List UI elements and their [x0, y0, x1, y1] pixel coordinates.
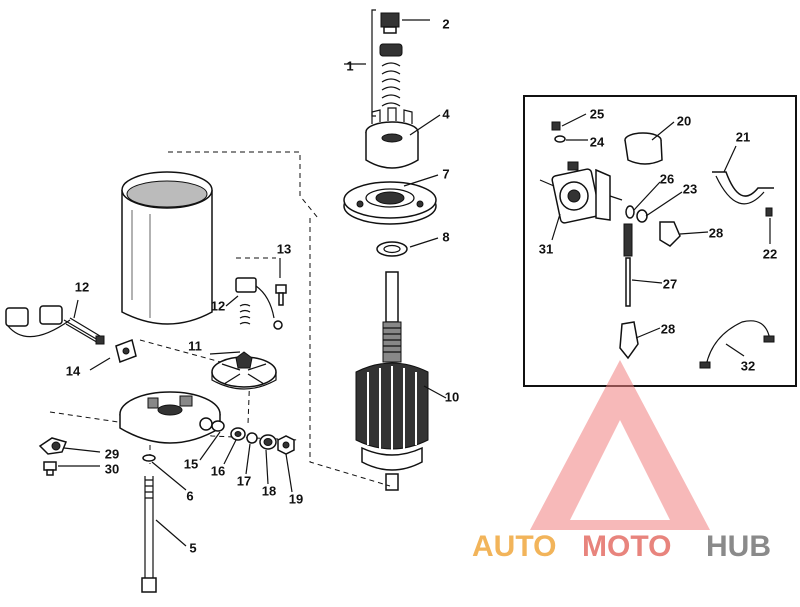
- callout-label: 5: [189, 540, 196, 555]
- mounting-clamp-part: [38, 437, 68, 476]
- callout-label: 8: [442, 229, 449, 244]
- callout-label: 15: [184, 456, 198, 471]
- armature-part: [355, 271, 429, 491]
- boot-part: [624, 132, 663, 165]
- callout-label: 22: [763, 246, 777, 261]
- watermark-hub: HUB: [706, 530, 771, 563]
- through-bolt-part: [141, 476, 157, 593]
- callout-label: 31: [539, 241, 553, 256]
- brush-set-part: [5, 305, 105, 345]
- callout-label: 10: [445, 389, 459, 404]
- callout-label: 25: [590, 106, 604, 121]
- callout-label: 14: [66, 363, 81, 378]
- callout-label: 24: [590, 134, 605, 149]
- callout-label: 7: [442, 166, 449, 181]
- brush-spring-part: [235, 277, 283, 330]
- end-plate-part: [343, 181, 437, 225]
- callout-label: 2: [442, 16, 449, 31]
- callout-label: 4: [442, 106, 450, 121]
- small-washer-part: [554, 135, 566, 143]
- callout-label: 32: [741, 358, 755, 373]
- leader-lines: [58, 19, 771, 547]
- callout-label: 28: [709, 225, 723, 240]
- watermark-triangle-logo: [530, 360, 710, 530]
- callout-label: 17: [237, 473, 251, 488]
- callout-label: 18: [262, 483, 276, 498]
- hardware-stack-part: [211, 420, 295, 455]
- callout-label: 12: [75, 279, 89, 294]
- thrust-washer-part: [376, 241, 408, 257]
- watermark-auto: AUTO: [472, 530, 556, 563]
- callout-label: 20: [677, 113, 691, 128]
- drive-nut-part: [380, 12, 400, 34]
- callout-label: 1: [346, 58, 353, 73]
- callout-label: 23: [683, 181, 697, 196]
- pinion-gear-part: [365, 107, 419, 169]
- callout-label: 30: [105, 461, 119, 476]
- callout-label: 29: [105, 446, 119, 461]
- collar-spring-part: [379, 43, 403, 107]
- terminal-clip-part: [115, 339, 137, 363]
- callout-label: 16: [211, 463, 225, 478]
- automotohub-watermark: AUTO MOTO HUB: [472, 360, 771, 563]
- cable-terminals-part: [619, 205, 775, 369]
- callout-label: 6: [186, 488, 193, 503]
- callout-label: 28: [661, 321, 675, 336]
- callout-label: 21: [736, 129, 750, 144]
- small-nut-part: [551, 121, 561, 131]
- callout-label: 13: [277, 241, 291, 256]
- brush-plate-part: [211, 351, 277, 390]
- callout-label: 19: [289, 491, 303, 506]
- solenoid-part: [539, 161, 623, 224]
- watermark-moto: MOTO: [582, 530, 671, 563]
- field-frame-part: [121, 171, 213, 325]
- bracket-part: [712, 171, 774, 217]
- inset-frame: [523, 95, 797, 387]
- callout-label: 11: [188, 338, 202, 353]
- bolt-washer-part: [142, 454, 156, 462]
- callout-label: 26: [660, 171, 674, 186]
- brush-screw-part: [275, 284, 287, 306]
- callout-label: 27: [663, 276, 677, 291]
- end-cap-part: [119, 391, 221, 444]
- callout-label: 12: [211, 298, 225, 313]
